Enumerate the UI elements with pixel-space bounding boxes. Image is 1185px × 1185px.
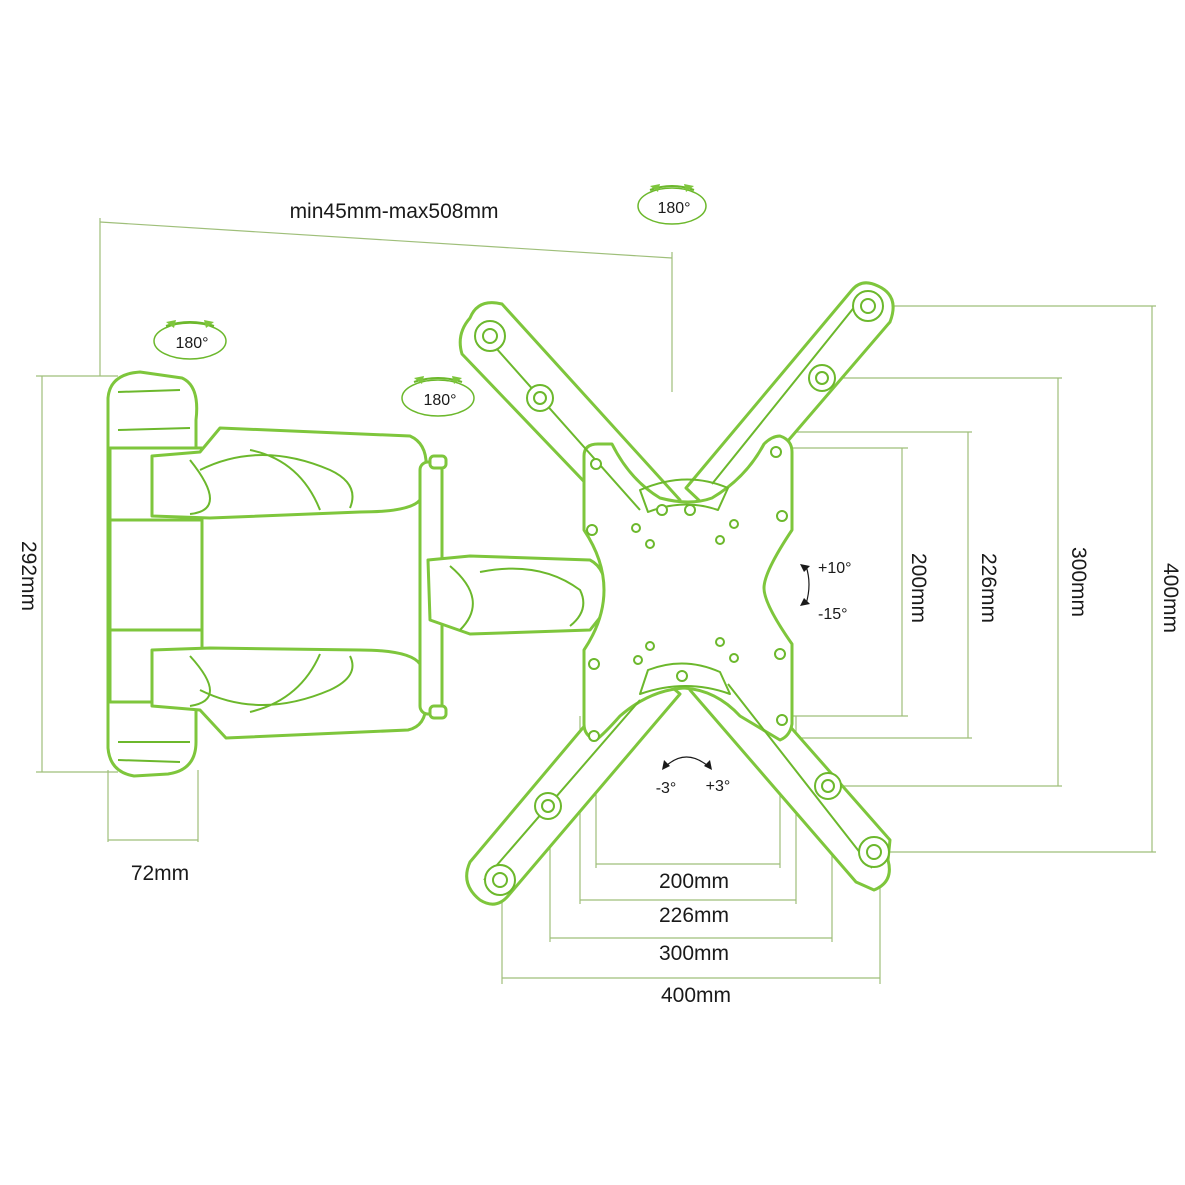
swivel-badge-wall [153,320,227,360]
swivel-arm-label: 180° [423,392,456,409]
tilt-down-label: -15° [818,606,848,623]
front-arm [426,554,609,636]
vesa-v-226-label: 226mm [977,553,1000,623]
vesa-h-300-label: 300mm [659,942,729,965]
tilt-up-label: +10° [818,560,852,577]
wall-depth-label: 72mm [131,862,189,885]
rotation-arrows [662,756,712,770]
vesa-h-400-label: 400mm [661,984,731,1007]
extension-label: min45mm-max508mm [290,200,499,223]
vesa-h-200-label: 200mm [659,870,729,893]
wall-plate [106,370,204,778]
swivel-badge-arm [401,376,475,417]
rotate-right-label: +3° [706,778,731,795]
vesa-v-300-label: 300mm [1067,547,1090,617]
rotate-left-label: -3° [656,780,677,797]
vesa-v-400-label: 400mm [1159,563,1182,633]
swivel-badge-top [637,184,707,225]
tilt-arrows [800,564,810,606]
mounting-holes [474,290,890,896]
vesa-h-226-label: 226mm [659,904,729,927]
vesa-v-200-label: 200mm [907,553,930,623]
wall-height-label: 292mm [17,541,40,611]
swivel-top-label: 180° [657,200,690,217]
swivel-wall-label: 180° [175,335,208,352]
